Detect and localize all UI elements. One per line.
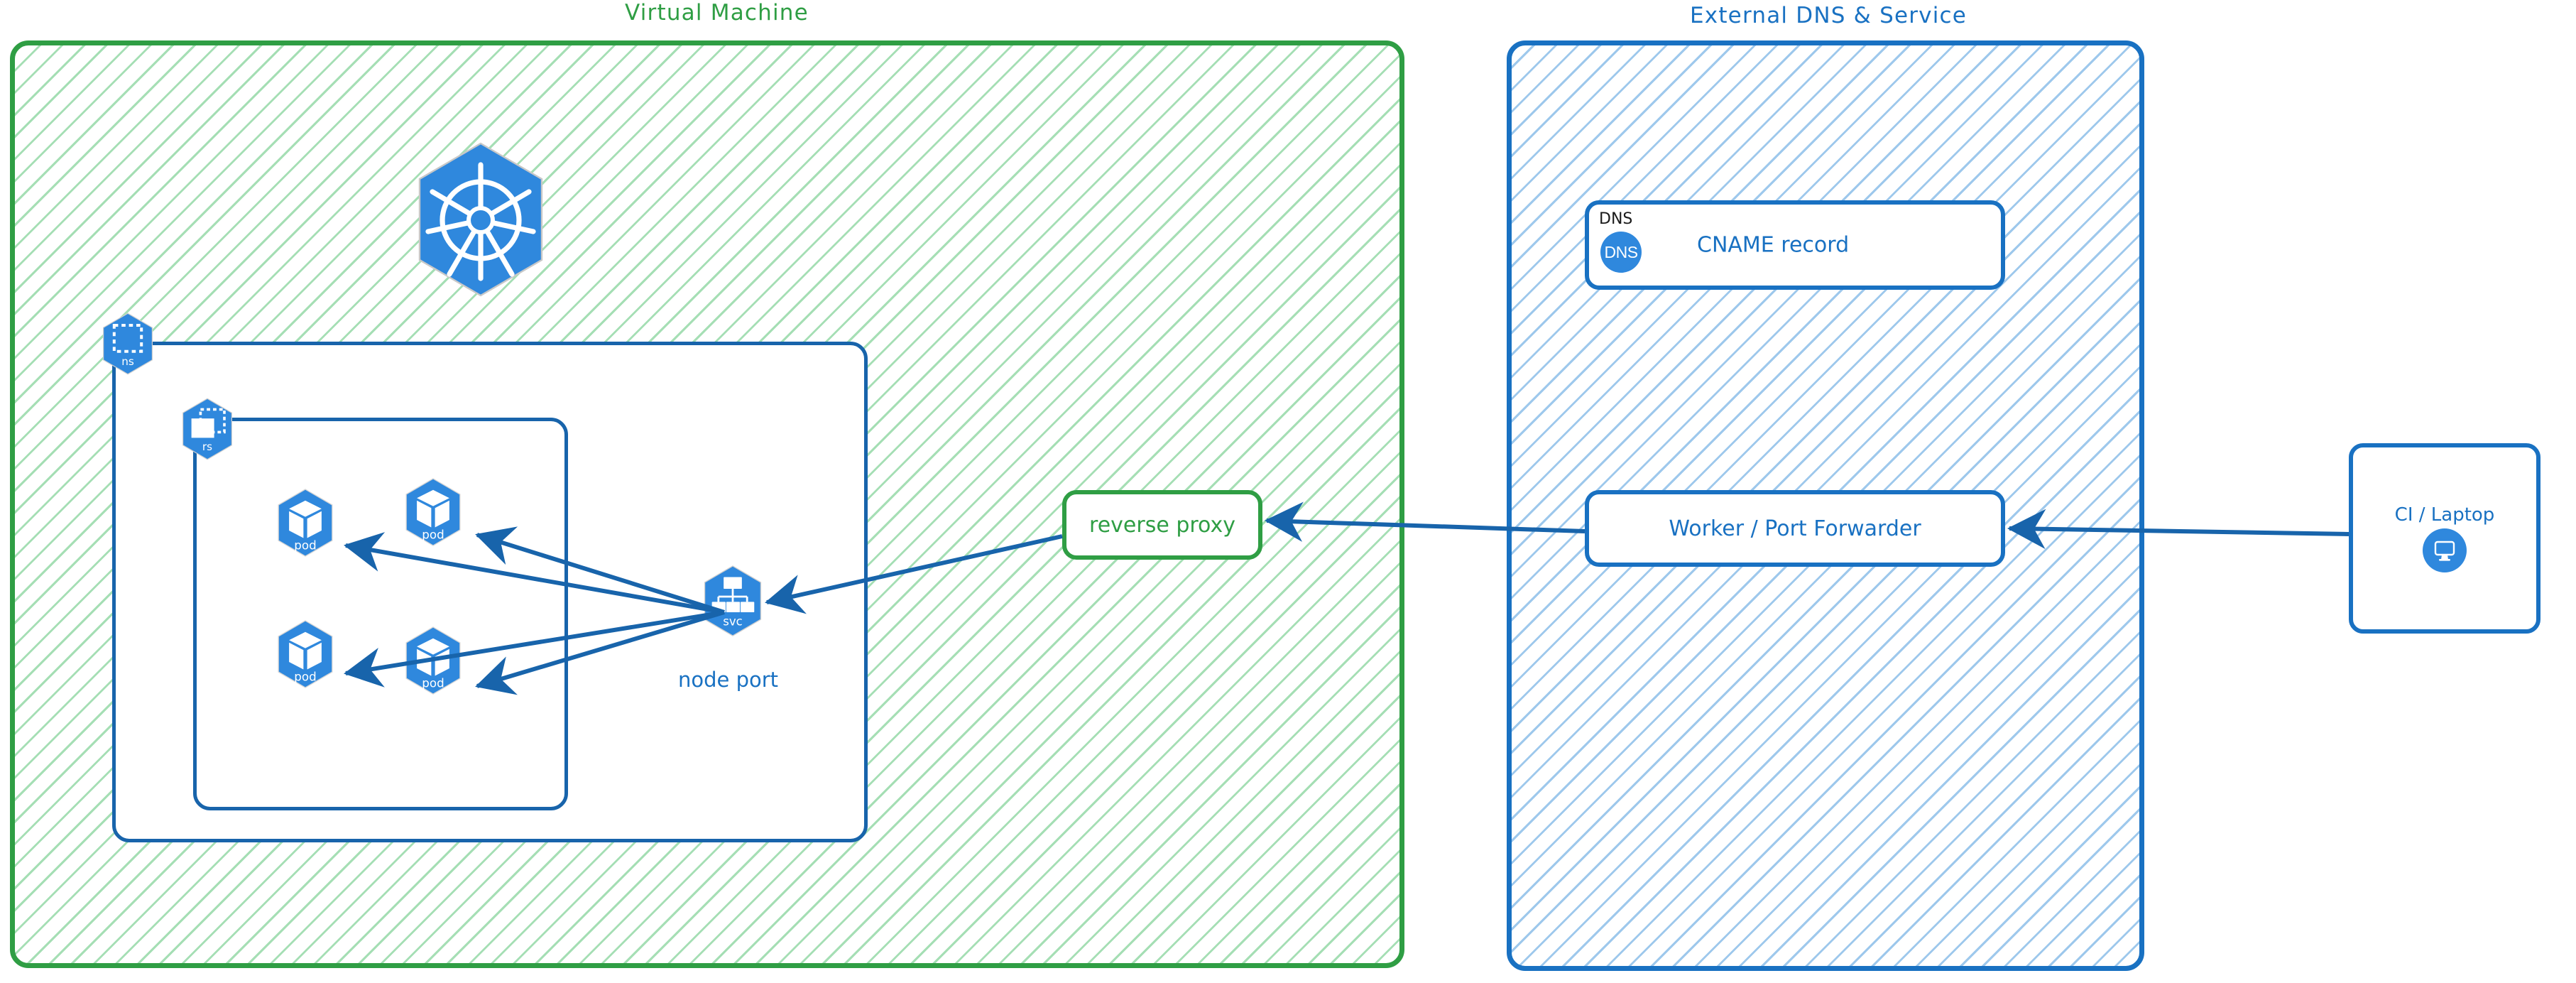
reverse-proxy-box[interactable]: reverse proxy: [1062, 490, 1262, 560]
kubernetes-helm-wheel-icon: [410, 142, 552, 297]
node-port-caption: node port: [678, 668, 779, 692]
replicaset-badge: rs: [179, 398, 236, 460]
svg-text:pod: pod: [422, 527, 444, 541]
dns-tag-label: DNS: [1599, 210, 1633, 228]
replicaset-container: [193, 418, 568, 810]
cname-record-label: CNAME record: [1697, 232, 1850, 258]
namespace-badge: ns: [99, 313, 156, 375]
svg-text:pod: pod: [422, 675, 444, 690]
svg-text:ns: ns: [121, 355, 134, 368]
svg-text:svc: svc: [723, 614, 742, 628]
pod-badge-4: pod: [402, 626, 464, 695]
dns-icon: DNS: [1600, 232, 1642, 273]
reverse-proxy-label: reverse proxy: [1089, 512, 1235, 538]
worker-port-forwarder-label: Worker / Port Forwarder: [1669, 516, 1921, 541]
worker-port-forwarder-box[interactable]: Worker / Port Forwarder: [1585, 490, 2005, 567]
ci-laptop-box[interactable]: CI / Laptop: [2349, 443, 2540, 634]
svg-text:pod: pod: [294, 538, 316, 552]
service-badge: svc: [700, 565, 765, 636]
desktop-monitor-icon: [2423, 528, 2467, 572]
group-title-external-dns-service: External DNS & Service: [1690, 3, 1968, 28]
pod-badge-3: pod: [274, 620, 337, 688]
svg-text:rs: rs: [202, 440, 212, 453]
cname-record-box[interactable]: DNS DNS CNAME record: [1585, 200, 2005, 290]
pod-badge-1: pod: [274, 489, 337, 557]
group-title-virtual-machine: Virtual Machine: [625, 0, 809, 26]
svg-text:pod: pod: [294, 669, 316, 683]
ci-laptop-label: CI / Laptop: [2394, 504, 2495, 526]
group-external-dns-service: [1507, 40, 2144, 971]
pod-badge-2: pod: [402, 478, 464, 546]
